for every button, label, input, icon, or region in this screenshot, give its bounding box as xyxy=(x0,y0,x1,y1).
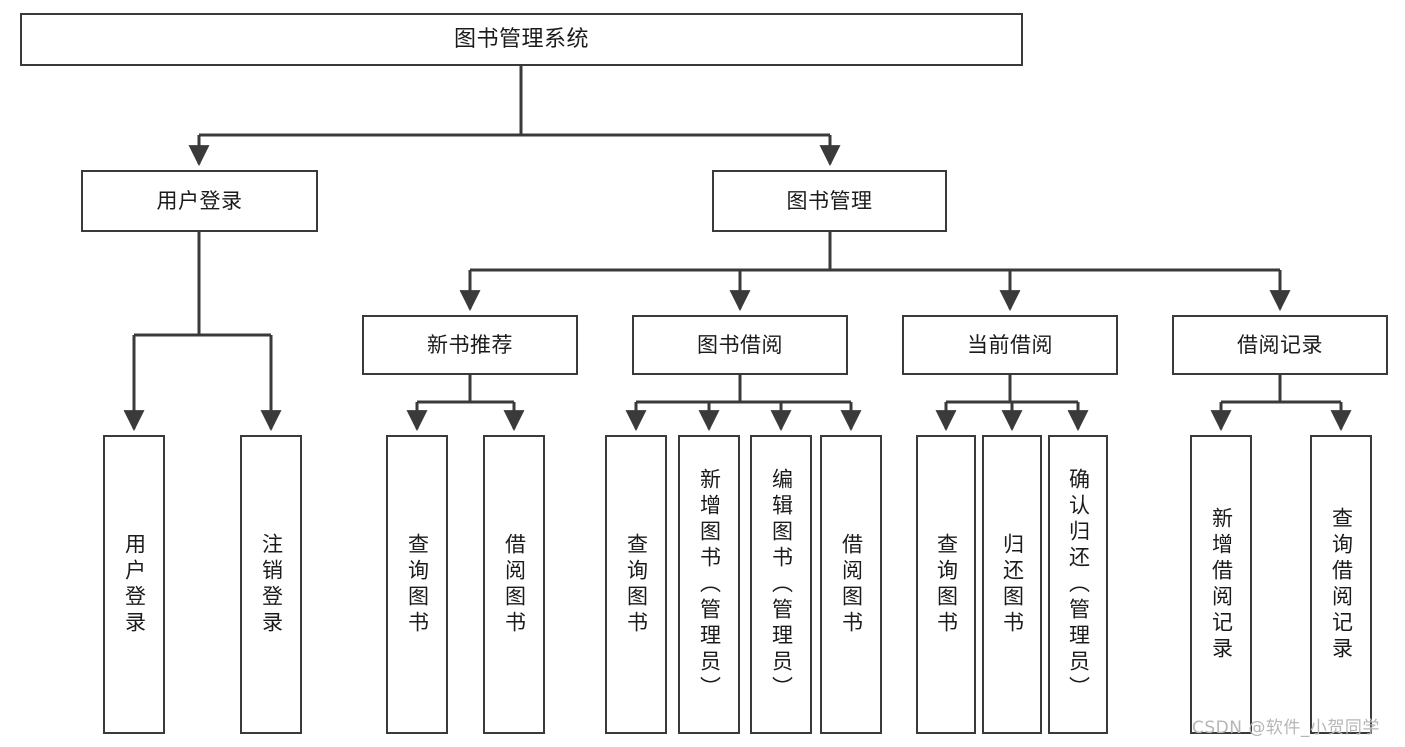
leaf-return-book-label: 归还图书 xyxy=(1000,532,1025,637)
leaf-confirm-return-admin-label: 确认归还（管理员） xyxy=(1066,467,1091,702)
leaf-logout[interactable]: 注销登录 xyxy=(240,435,302,734)
leaf-edit-book-admin-label: 编辑图书（管理员） xyxy=(769,467,794,702)
leaf-add-book-admin[interactable]: 新增图书（管理员） xyxy=(678,435,740,734)
csdn-watermark: CSDN @软件_小贺同学 xyxy=(1192,718,1380,738)
node-user-login[interactable]: 用户登录 xyxy=(81,170,318,232)
leaf-user-login-label: 用户登录 xyxy=(122,532,147,637)
leaf-query-borrow-record[interactable]: 查询借阅记录 xyxy=(1310,435,1372,734)
leaf-logout-label: 注销登录 xyxy=(259,532,284,637)
leaf-add-book-admin-label: 新增图书（管理员） xyxy=(697,467,722,702)
leaf-user-login[interactable]: 用户登录 xyxy=(103,435,165,734)
leaf-query-book-recommend[interactable]: 查询图书 xyxy=(386,435,448,734)
leaf-add-borrow-record[interactable]: 新增借阅记录 xyxy=(1190,435,1252,734)
node-book-manage-label: 图书管理 xyxy=(786,188,873,213)
leaf-query-book-borrow[interactable]: 查询图书 xyxy=(605,435,667,734)
leaf-add-borrow-record-label: 新增借阅记录 xyxy=(1209,506,1234,663)
node-book-borrow-label: 图书借阅 xyxy=(697,332,783,357)
leaf-query-borrow-record-label: 查询借阅记录 xyxy=(1329,506,1354,663)
node-book-borrow[interactable]: 图书借阅 xyxy=(632,315,848,375)
node-borrow-record[interactable]: 借阅记录 xyxy=(1172,315,1388,375)
node-current-borrow[interactable]: 当前借阅 xyxy=(902,315,1118,375)
node-book-manage[interactable]: 图书管理 xyxy=(712,170,947,232)
node-current-borrow-label: 当前借阅 xyxy=(967,332,1053,357)
leaf-query-book-current[interactable]: 查询图书 xyxy=(916,435,976,734)
leaf-query-book-recommend-label: 查询图书 xyxy=(405,532,430,637)
leaf-borrow-book-recommend-label: 借阅图书 xyxy=(502,532,527,637)
leaf-borrow-book-recommend[interactable]: 借阅图书 xyxy=(483,435,545,734)
node-new-book-recommend-label: 新书推荐 xyxy=(427,332,513,357)
node-root-label: 图书管理系统 xyxy=(453,26,589,52)
node-user-login-label: 用户登录 xyxy=(156,188,243,213)
leaf-return-book[interactable]: 归还图书 xyxy=(982,435,1042,734)
node-borrow-record-label: 借阅记录 xyxy=(1237,332,1323,357)
leaf-confirm-return-admin[interactable]: 确认归还（管理员） xyxy=(1048,435,1108,734)
leaf-query-book-borrow-label: 查询图书 xyxy=(624,532,649,637)
node-root[interactable]: 图书管理系统 xyxy=(20,13,1023,66)
leaf-query-book-current-label: 查询图书 xyxy=(934,532,959,637)
leaf-borrow-book-label: 借阅图书 xyxy=(839,532,864,637)
leaf-borrow-book[interactable]: 借阅图书 xyxy=(820,435,882,734)
node-new-book-recommend[interactable]: 新书推荐 xyxy=(362,315,578,375)
leaf-edit-book-admin[interactable]: 编辑图书（管理员） xyxy=(750,435,812,734)
